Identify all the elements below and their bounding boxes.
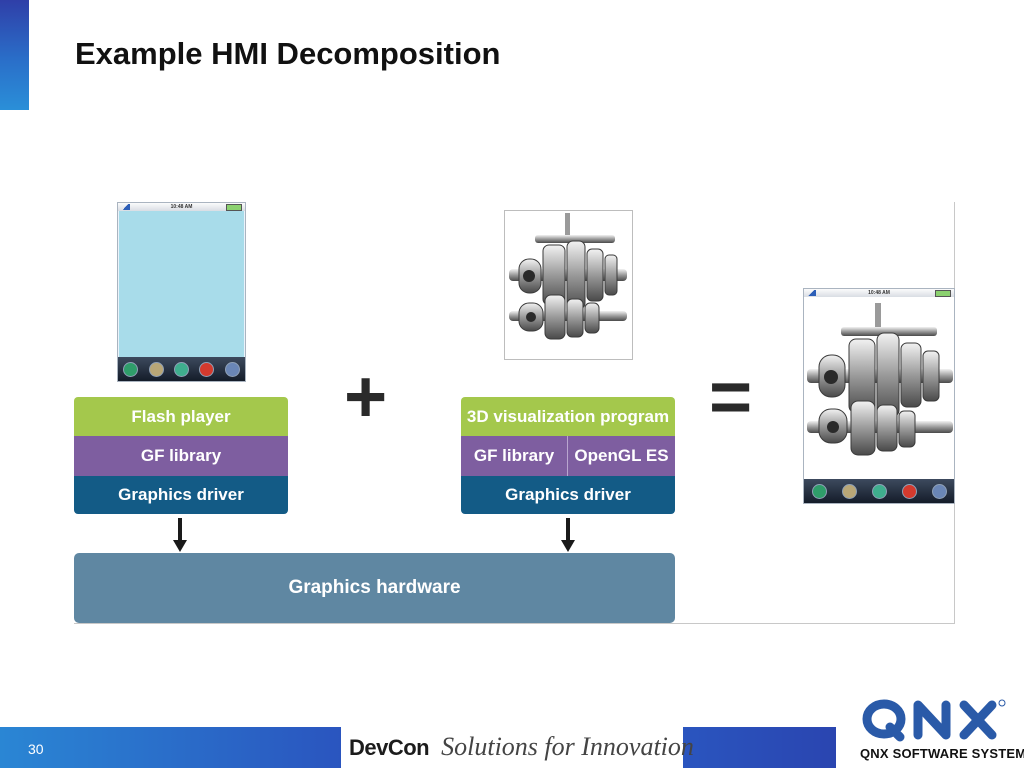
result-email-icon <box>841 483 857 499</box>
visualization-stack: 3D visualization program GF library Open… <box>461 397 675 514</box>
email-icon <box>148 361 164 377</box>
footer-bar-right <box>683 727 836 768</box>
phone-status-bar: 10:48 AM <box>118 203 245 211</box>
devcon-logo: DevCon Solutions for Innovation <box>349 732 694 762</box>
phone-time: 10:48 AM <box>170 204 193 210</box>
hmi-diagram: 10:48 AM Flash player GF library Graphic… <box>74 202 955 624</box>
layer-middle-split: GF library OpenGL ES <box>461 436 675 476</box>
phone-screen-icon: 10:48 AM <box>117 202 246 382</box>
down-arrow-icon-right <box>561 518 575 552</box>
result-settings-icon <box>931 483 947 499</box>
result-gear-icon <box>807 303 953 456</box>
gear-assembly-icon <box>509 213 627 340</box>
devcon-tagline: Solutions for Innovation <box>441 732 694 761</box>
qnx-logo-icon <box>862 699 1006 742</box>
phone-dock <box>118 357 245 381</box>
flash-stack: Flash player GF library Graphics driver <box>74 397 288 514</box>
layer-gf-library: GF library <box>74 436 288 476</box>
result-phone-dock <box>804 479 954 503</box>
layer-opengl-es: OpenGL ES <box>568 436 675 476</box>
result-phone-status-bar: 10:48 AM <box>804 289 954 297</box>
gear-image-frame <box>504 210 633 360</box>
result-phone-icon: 10:48 AM <box>803 288 955 504</box>
phone-blank-screen <box>119 211 244 357</box>
layer-3d-visualization: 3D visualization program <box>461 397 675 436</box>
equals-sign: = <box>709 355 753 438</box>
layer-flash-player: Flash player <box>74 397 288 436</box>
settings-icon <box>224 361 240 377</box>
footer-bar-left <box>0 727 341 768</box>
result-browser-icon <box>871 483 887 499</box>
plus-sign: + <box>344 355 388 438</box>
phone-call-icon <box>123 361 139 377</box>
devcon-word: DevCon <box>349 735 430 760</box>
result-phone-screen <box>805 297 953 479</box>
graphics-hardware-block: Graphics hardware <box>74 553 675 623</box>
qnx-company-name: QNX SOFTWARE SYSTEMS <box>860 746 1024 761</box>
browser-icon <box>173 361 189 377</box>
down-arrow-icon <box>173 518 187 552</box>
result-record-icon <box>901 483 917 499</box>
result-phone-time: 10:48 AM <box>868 290 890 296</box>
page-number: 30 <box>28 741 44 757</box>
result-call-icon <box>811 483 827 499</box>
layer-gf-library-right: GF library <box>461 436 568 476</box>
layer-graphics-driver-right: Graphics driver <box>461 476 675 514</box>
record-icon <box>199 361 215 377</box>
slide-title: Example HMI Decomposition <box>75 36 501 71</box>
layer-graphics-driver: Graphics driver <box>74 476 288 514</box>
title-accent-bar <box>0 0 29 110</box>
